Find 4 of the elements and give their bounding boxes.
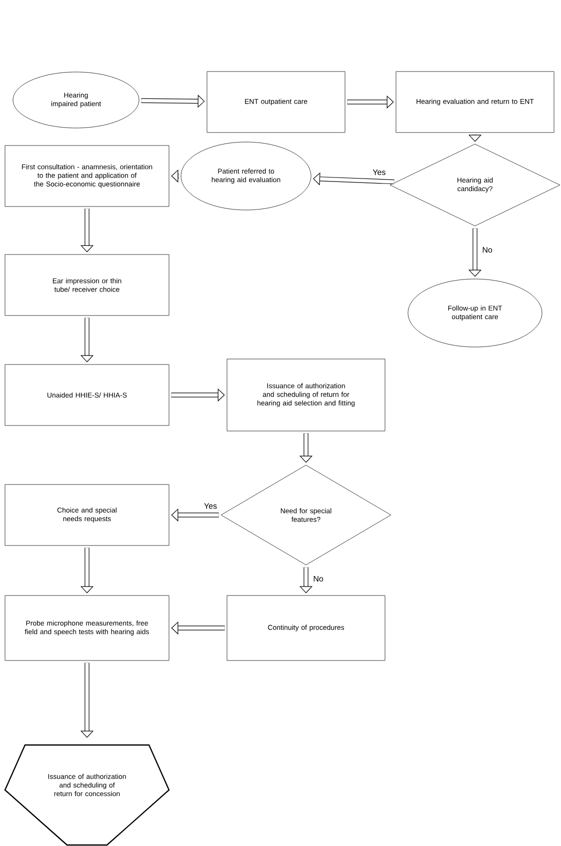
edge-label: No: [481, 246, 494, 254]
edge-label: Yes: [372, 168, 387, 176]
edge-label: No: [312, 574, 324, 583]
edge-label: Yes: [202, 502, 218, 510]
